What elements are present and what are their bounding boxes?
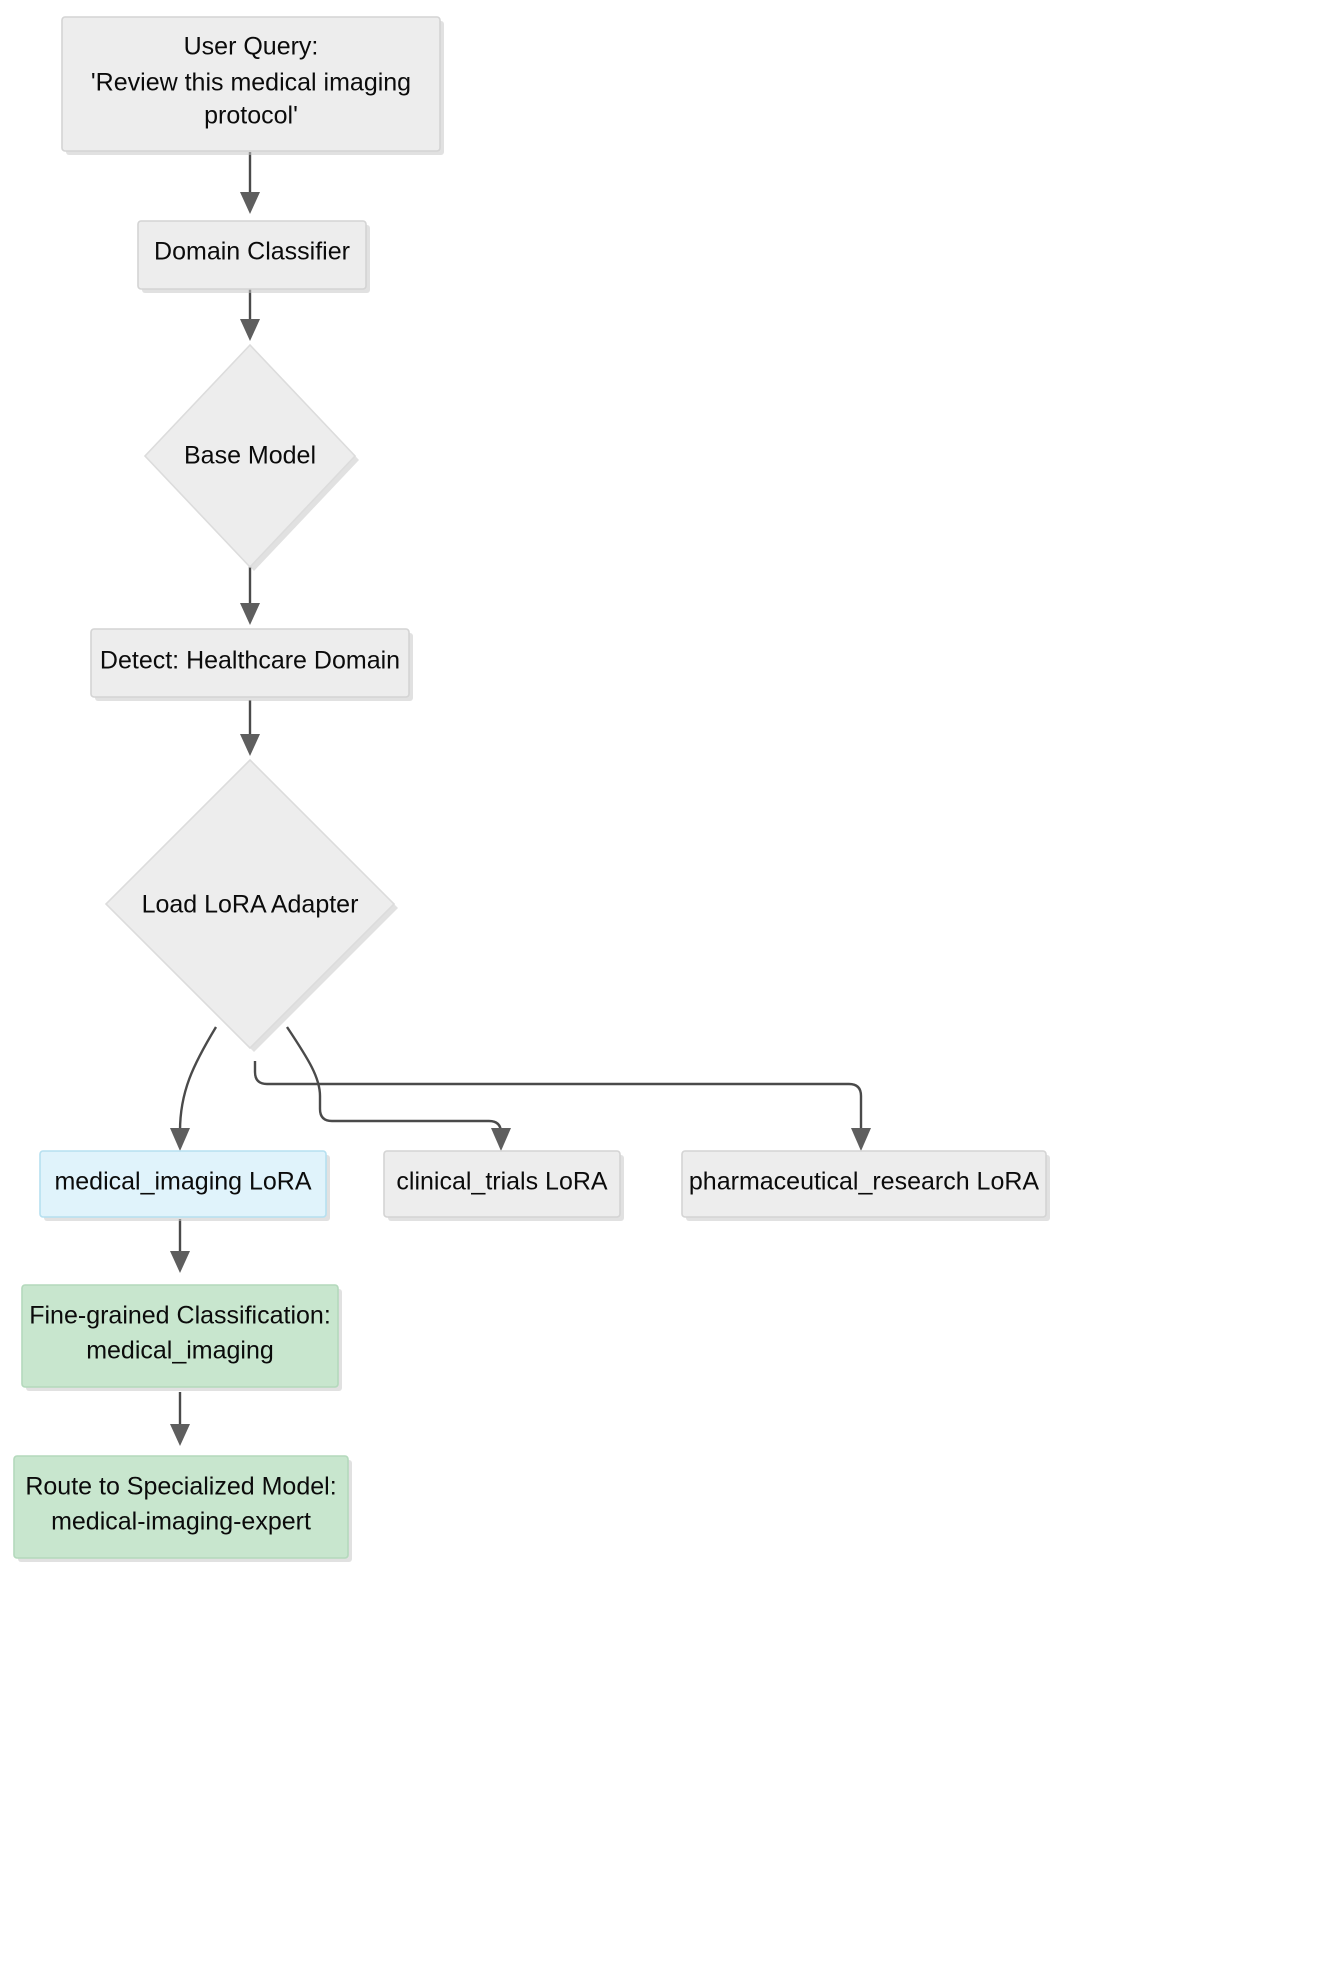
node-domain-classifier[interactable]: Domain Classifier: [137, 220, 370, 293]
edge-fine-grained-classification-to-route-to-specialized-model: [170, 1392, 190, 1446]
base-model-label: Base Model: [184, 442, 316, 470]
node-fine-grained-classification[interactable]: Fine-grained Classification: medical_ima…: [21, 1284, 342, 1391]
edge-domain-classifier-to-base-model: [240, 287, 260, 341]
user-query-line-2: 'Review this medical imaging: [91, 69, 411, 97]
edge-load-lora-adapter-to-medical-imaging-lora: [170, 1026, 218, 1151]
route-to-specialized-model-box[interactable]: [13, 1455, 349, 1559]
user-query-box[interactable]: [61, 16, 441, 152]
node-route-to-specialized-model[interactable]: Route to Specialized Model: medical-imag…: [13, 1455, 352, 1562]
edge-detect-healthcare-domain-to-load-lora-adapter: [240, 700, 260, 756]
edge-layer: [170, 152, 871, 1446]
pharmaceutical-research-lora-box[interactable]: [681, 1150, 1047, 1218]
node-clinical-trials-lora[interactable]: clinical_trials LoRA: [383, 1150, 624, 1221]
clinical-trials-lora-label: clinical_trials LoRA: [396, 1168, 608, 1196]
fine-grained-classification-line-1: Fine-grained Classification:: [29, 1302, 331, 1330]
user-query-line-1: User Query:: [184, 33, 319, 61]
node-detect-healthcare-domain[interactable]: Detect: Healthcare Domain: [90, 628, 413, 701]
domain-classifier-label: Domain Classifier: [154, 238, 350, 266]
fine-grained-classification-box[interactable]: [21, 1284, 339, 1388]
node-load-lora-adapter[interactable]: Load LoRA Adapter: [104, 758, 398, 1052]
edge-user-query-to-domain-classifier: [240, 152, 260, 214]
load-lora-adapter-label: Load LoRA Adapter: [142, 891, 359, 919]
medical-imaging-lora-label: medical_imaging LoRA: [54, 1168, 311, 1196]
load-lora-adapter-diamond[interactable]: [104, 758, 396, 1050]
edge-load-lora-adapter-to-clinical-trials-lora: [286, 1026, 511, 1151]
route-to-specialized-model-line-1: Route to Specialized Model:: [25, 1473, 336, 1501]
edge-load-lora-adapter-to-pharmaceutical-research-lora: [253, 1061, 871, 1151]
user-query-line-3: protocol': [204, 102, 298, 130]
pharmaceutical-research-lora-label: pharmaceutical_research LoRA: [689, 1168, 1040, 1196]
node-user-query[interactable]: User Query: 'Review this medical imaging…: [61, 16, 444, 155]
domain-classifier-box[interactable]: [137, 220, 367, 290]
detect-healthcare-domain-label: Detect: Healthcare Domain: [100, 647, 400, 675]
node-medical-imaging-lora[interactable]: medical_imaging LoRA: [39, 1150, 330, 1221]
route-to-specialized-model-line-2: medical-imaging-expert: [51, 1508, 311, 1536]
base-model-diamond[interactable]: [143, 343, 357, 569]
clinical-trials-lora-box[interactable]: [383, 1150, 621, 1218]
node-pharmaceutical-research-lora[interactable]: pharmaceutical_research LoRA: [681, 1150, 1050, 1221]
edge-medical-imaging-lora-to-fine-grained-classification: [170, 1219, 190, 1273]
edge-base-model-to-detect-healthcare-domain: [240, 561, 260, 625]
fine-grained-classification-line-2: medical_imaging: [86, 1337, 274, 1365]
detect-healthcare-domain-box[interactable]: [90, 628, 410, 698]
medical-imaging-lora-box[interactable]: [39, 1150, 327, 1218]
node-base-model[interactable]: Base Model: [143, 343, 359, 571]
